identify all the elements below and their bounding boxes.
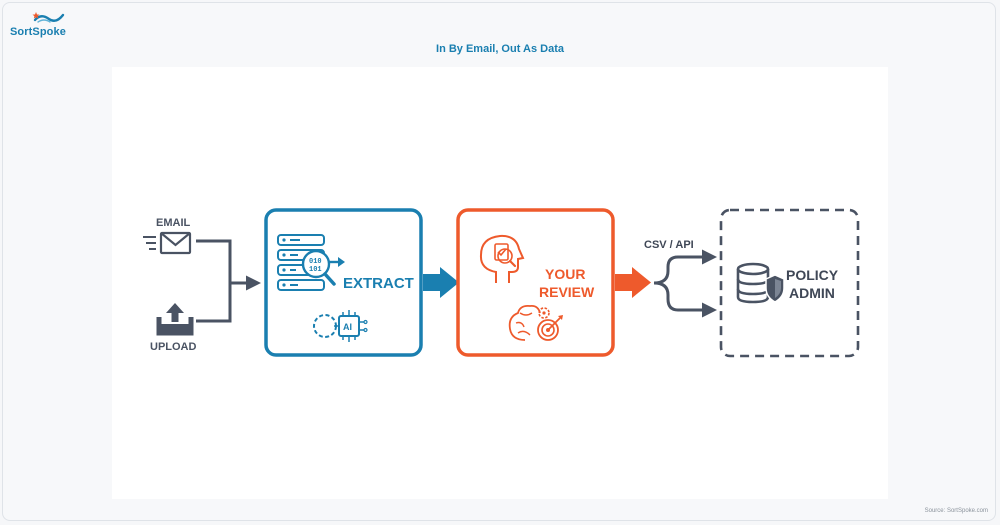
review-label-line2: REVIEW xyxy=(539,284,595,300)
server-data-magnifier-icon: 010 101 xyxy=(277,234,345,291)
review-label-line1: YOUR xyxy=(545,266,585,282)
svg-text:101: 101 xyxy=(309,266,322,274)
database-shield-icon xyxy=(736,262,785,304)
review-stage: YOUR REVIEW xyxy=(456,208,615,357)
svg-text:010: 010 xyxy=(309,258,322,266)
review-to-output-arrow xyxy=(615,267,651,298)
extract-to-review-arrow xyxy=(423,267,459,298)
extract-stage: 010 101 EXTRACT AI xyxy=(264,208,423,357)
upload-tray-icon xyxy=(156,303,194,336)
policy-label-line2: ADMIN xyxy=(789,285,835,301)
head-document-check-icon xyxy=(479,234,525,283)
source-credit: Source: SortSpoke.com xyxy=(924,508,988,514)
diagram-canvas: EMAIL UPLOAD xyxy=(112,67,888,499)
extract-label: EXTRACT xyxy=(343,275,414,292)
page-title: In By Email, Out As Data xyxy=(436,43,564,55)
brand-name: SortSpoke xyxy=(10,26,66,38)
output-label: CSV / API xyxy=(644,239,694,251)
policy-admin-destination: POLICY ADMIN xyxy=(719,208,860,358)
svg-text:AI: AI xyxy=(343,322,352,332)
workflow-diagram: EMAIL UPLOAD xyxy=(143,208,860,358)
policy-label-line1: POLICY xyxy=(786,267,839,283)
email-label: EMAIL xyxy=(156,217,191,229)
ai-chip-icon: AI xyxy=(313,310,368,342)
input-connector xyxy=(196,239,261,323)
wave-star-icon xyxy=(32,12,65,23)
output-brace xyxy=(653,249,717,318)
sortspoke-logo: SortSpoke xyxy=(10,8,90,42)
brain-target-icon xyxy=(508,304,563,341)
envelope-icon xyxy=(143,231,192,255)
upload-label: UPLOAD xyxy=(150,341,197,353)
